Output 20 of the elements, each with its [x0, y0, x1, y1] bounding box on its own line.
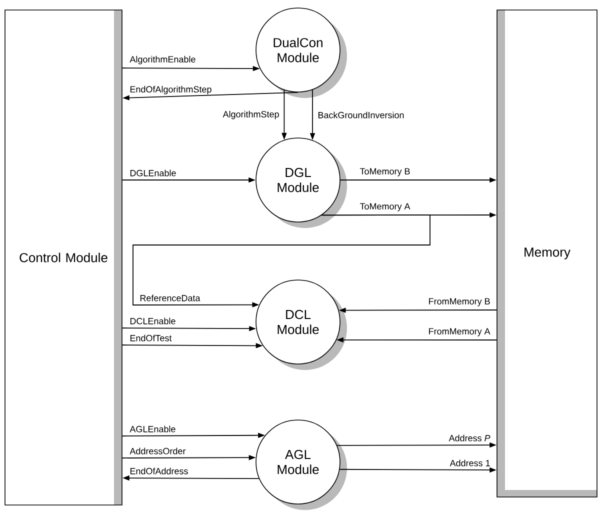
edge-label: ReferenceData	[140, 294, 200, 302]
edge-label: AlgorithmStep	[222, 110, 279, 120]
edge-label: EndOfAddress	[130, 468, 188, 474]
edge-label: AGLEnable	[130, 426, 176, 432]
arrow	[132, 214, 430, 308]
edge-label: AlgorithmEnable	[130, 56, 196, 64]
edge-label: ToMemory B	[360, 168, 410, 176]
edge-label: DCLEnable	[130, 318, 176, 324]
edge-label: DGLEnable	[130, 170, 176, 176]
edge-label: FromMemory A	[429, 328, 490, 336]
edge-label: AddressOrder	[130, 448, 186, 454]
edge-label: EndOfTest	[130, 334, 172, 342]
edge-label: EndOfAlgorithmStep	[130, 86, 212, 94]
module-block: Control Module	[4, 10, 122, 506]
edge-label: Address 1	[450, 460, 490, 466]
edge-label: ToMemory A	[360, 203, 410, 212]
edge-label: Address P	[448, 434, 490, 442]
edge-label: BackGroundInversion	[318, 112, 404, 118]
edge-label: FromMemory B	[429, 298, 490, 306]
module-block: Memory	[496, 10, 598, 498]
